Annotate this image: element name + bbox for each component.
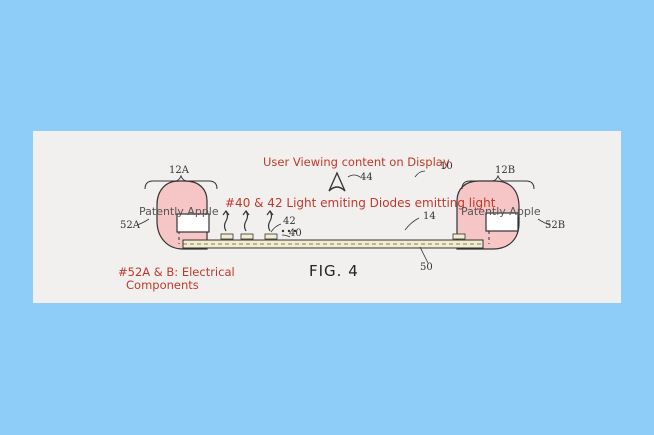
ref-14: 14 — [423, 211, 436, 222]
light-emission-arrow-icon — [223, 211, 273, 231]
led-42 — [453, 234, 465, 239]
ref-10: 10 — [440, 161, 453, 172]
electrical-annotation-line2: Components — [126, 278, 199, 292]
viewing-annotation: User Viewing content on Display — [263, 155, 450, 169]
figure-label: FIG. 4 — [309, 262, 359, 280]
patent-figure-panel: User Viewing content on Display #40 & 42… — [33, 131, 621, 303]
watermark-left: Patently Apple — [139, 205, 219, 218]
led-40a — [221, 234, 233, 239]
ref-12b: 12B — [495, 165, 515, 176]
ref-52a: 52A — [120, 220, 140, 231]
ref-42: 42 — [283, 216, 296, 227]
ref-12a: 12A — [169, 165, 189, 176]
electrical-annotation-line1: #52A & B: Electrical — [118, 265, 235, 279]
led-40c — [265, 234, 277, 239]
eye-icon — [329, 173, 345, 191]
led-40b — [241, 234, 253, 239]
watermark-right: Patently Apple — [461, 205, 541, 218]
ref-52b: 52B — [545, 220, 565, 231]
ref-50: 50 — [420, 262, 433, 273]
ref-40: 40 — [289, 228, 302, 239]
ref-44: 44 — [360, 172, 373, 183]
led-annotation: #40 & 42 Light emiting Diodes emitting l… — [225, 196, 495, 210]
